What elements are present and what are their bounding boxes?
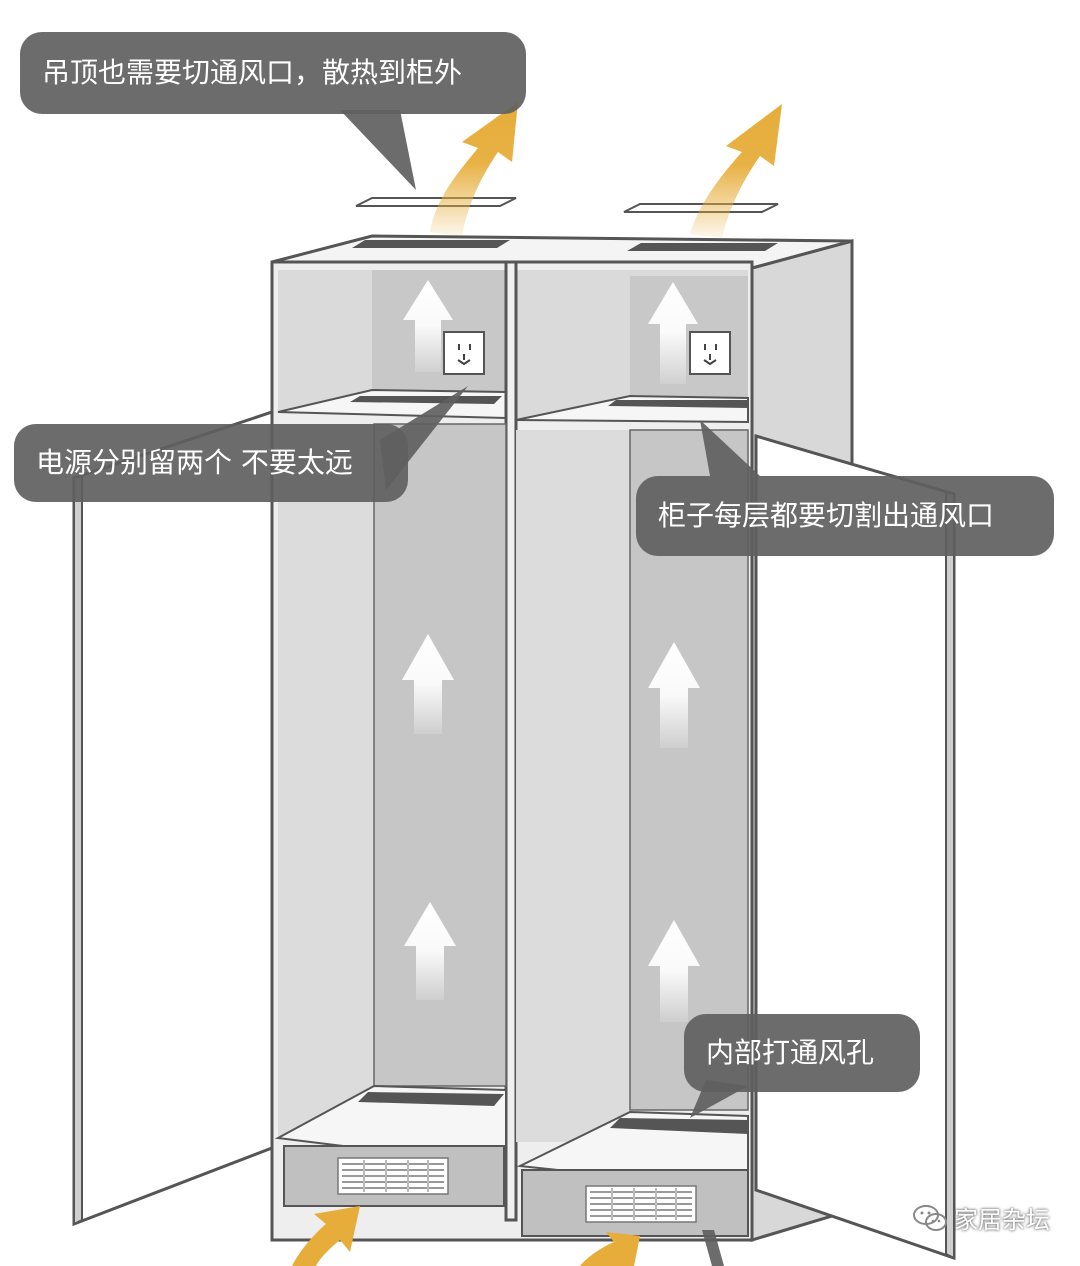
watermark-text: 家居杂坛 — [954, 1206, 1050, 1234]
callout-layer-vents: 柜子每层都要切割出通风口 — [636, 476, 1054, 556]
center-divider — [504, 260, 518, 1222]
wechat-icon — [913, 1204, 947, 1231]
watermark: 家居杂坛 — [912, 1200, 1050, 1235]
airflow-arrow-upper-left-icon — [403, 280, 453, 372]
door-right — [754, 433, 956, 1261]
shelf-vent-right — [608, 400, 748, 408]
airflow-arrow-low-left-icon — [404, 902, 456, 1000]
callout-internal-holes: 内部打通风孔 — [684, 1014, 920, 1092]
shelf-vent-left — [350, 396, 502, 404]
ceiling-vent-left — [355, 197, 517, 207]
power-outlet-right-icon — [689, 331, 731, 375]
hot-air-arrow-bottom-left-icon — [292, 1206, 360, 1266]
plinth-right — [521, 1169, 749, 1237]
callout-pointer-plinth — [702, 1230, 724, 1266]
callout-ceiling-vent: 吊顶也需要切通风口，散热到柜外 — [20, 32, 526, 114]
hot-air-arrow-top-left-icon — [430, 102, 518, 236]
power-outlet-left-icon — [443, 331, 485, 375]
top-vent-slot-left — [352, 240, 510, 248]
top-vent-slot-right — [627, 243, 778, 251]
bottom-vent-left — [358, 1092, 504, 1106]
door-right-edge — [945, 490, 955, 1260]
callout-power-outlets: 电源分别留两个 不要太远 — [14, 424, 408, 502]
airflow-arrow-low-right-icon — [648, 920, 700, 1022]
door-left-edge — [73, 474, 83, 1226]
main-compartment-right-side — [516, 430, 630, 1142]
main-compartment-left-side — [278, 424, 374, 1136]
callout-pointer-ceiling — [340, 110, 416, 190]
plinth-grille-left — [337, 1157, 449, 1195]
bottom-vent-right — [610, 1118, 748, 1134]
door-left — [72, 409, 274, 1227]
callout-pointer-layers — [700, 420, 760, 476]
airflow-arrow-mid-right-icon — [648, 642, 700, 748]
airflow-arrow-mid-left-icon — [402, 634, 454, 734]
hot-air-arrow-bottom-right-icon — [580, 1232, 640, 1266]
plinth-grille-right — [585, 1185, 697, 1223]
hot-air-arrow-top-right-icon — [690, 104, 782, 238]
airflow-arrow-upper-right-icon — [648, 282, 698, 384]
